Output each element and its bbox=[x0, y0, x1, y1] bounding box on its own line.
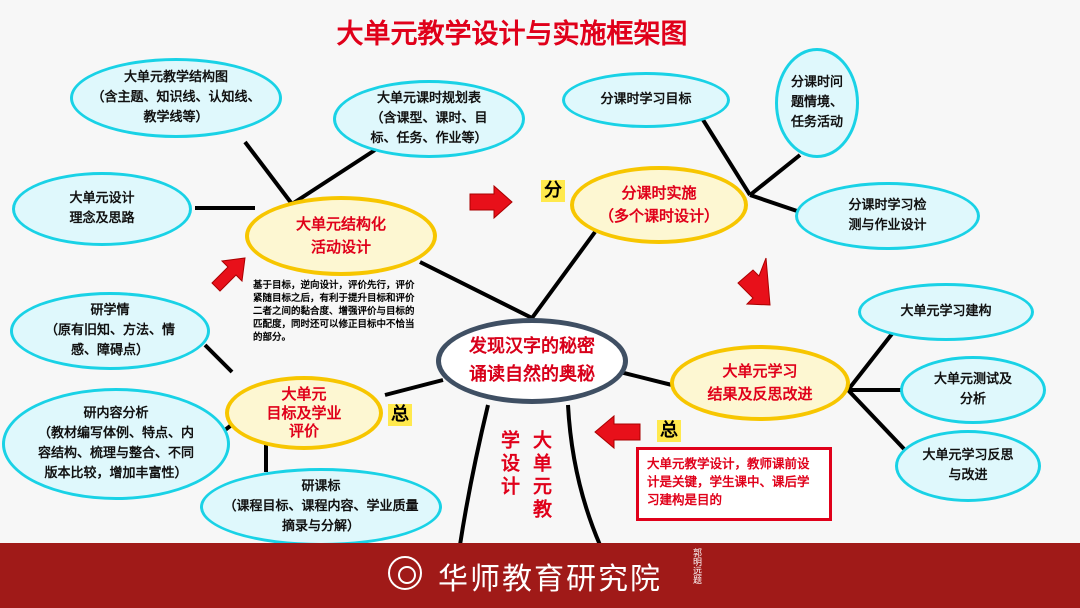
node-concept: 大单元设计理念及思路 bbox=[12, 172, 192, 246]
tag-zong-right: 总 bbox=[657, 420, 681, 442]
node-curriculum-standard: 研课标（课程目标、课程内容、学业质量摘录与分解） bbox=[200, 468, 442, 546]
arrow-left-icon bbox=[594, 414, 641, 450]
center-node: 发现汉字的秘密诵读自然的奥秘 bbox=[436, 318, 628, 404]
arrow-right-icon bbox=[469, 184, 513, 220]
node-learner-study: 研学情（原有旧知、方法、情感、障碍点） bbox=[10, 292, 210, 370]
node-lesson-task: 分课时问题情境、任务活动 bbox=[775, 48, 859, 158]
node-unit-reflect: 大单元学习反思与改进 bbox=[895, 430, 1041, 502]
tag-zong-left: 总 bbox=[388, 404, 412, 426]
vertical-text-right: 大单元教 bbox=[530, 430, 552, 522]
institute-logo bbox=[388, 556, 422, 590]
footer-banner bbox=[0, 543, 1080, 608]
node-content-analysis: 研内容分析（教材编写体例、特点、内容结构、梳理与整合、不同版本比较，增加丰富性） bbox=[2, 388, 230, 500]
node-structure-map: 大单元教学结构图（含主题、知识线、认知线、教学线等） bbox=[70, 58, 282, 138]
vertical-text-left: 学设计 bbox=[498, 430, 520, 499]
arrow-up-right-icon bbox=[211, 257, 246, 292]
calligraphy-seal: 郭明远题 bbox=[691, 548, 701, 584]
node-activity-design: 大单元结构化活动设计 bbox=[245, 196, 437, 276]
tag-fen: 分 bbox=[541, 180, 565, 202]
arrow-down-right-icon bbox=[737, 257, 771, 306]
node-lesson-test: 分课时学习检测与作业设计 bbox=[795, 182, 980, 250]
node-lesson-plan: 大单元课时规划表（含课型、课时、目标、任务、作业等） bbox=[333, 80, 525, 158]
node-unit-build: 大单元学习建构 bbox=[858, 283, 1034, 341]
node-goal-eval: 大单元目标及学业评价 bbox=[225, 376, 383, 450]
node-lesson-impl: 分课时实施（多个课时设计） bbox=[570, 166, 748, 244]
design-note: 基于目标，逆向设计，评价先行，评价紧随目标之后，有利于提升目标和评价二者之间的黏… bbox=[253, 280, 415, 344]
node-unit-test: 大单元测试及分析 bbox=[900, 356, 1046, 424]
node-unit-result: 大单元学习结果及反思改进 bbox=[670, 345, 850, 421]
footer-brand: 华师教育研究院 bbox=[438, 562, 662, 597]
page-title: 大单元教学设计与实施框架图 bbox=[336, 19, 688, 50]
summary-box: 大单元教学设计，教师课前设计是关键，学生课中、课后学习建构是目的 bbox=[636, 447, 832, 521]
node-lesson-goal: 分课时学习目标 bbox=[562, 72, 730, 128]
